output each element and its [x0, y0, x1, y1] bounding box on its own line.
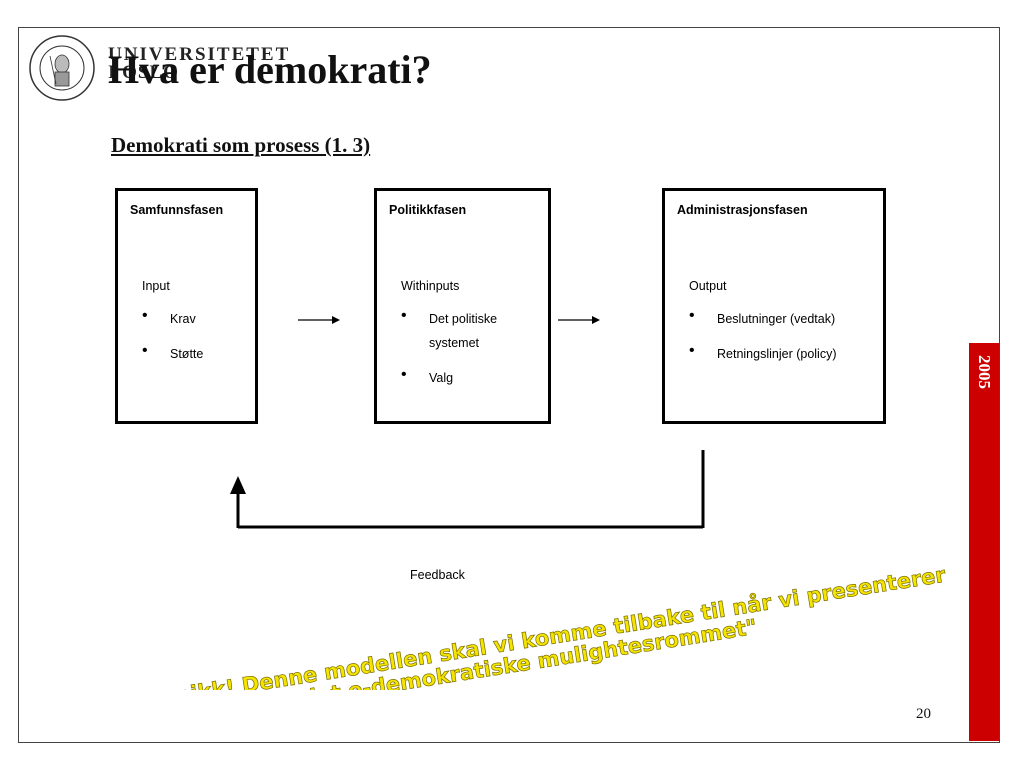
section-subtitle: Demokrati som prosess (1. 3) — [111, 133, 371, 157]
list-item-text: Beslutninger (vedtak) — [717, 312, 836, 326]
slide-frame — [18, 27, 1000, 743]
phase-box-administrasjonsfasen: Administrasjonsfasen Output • Beslutninge… — [662, 188, 886, 424]
phase-box-samfunnsfasen: Samfunnsfasen Input • Krav • Støtte — [115, 188, 258, 424]
bullet-icon: • — [142, 342, 148, 359]
sidebar-year: 2005 — [975, 355, 994, 389]
note-line2: "det e-demokratiske mulightesrommet" — [290, 615, 759, 690]
arrow-right-icon — [298, 316, 340, 324]
bullet-icon: • — [689, 342, 695, 359]
wordmark-line1: UNIVERSITETET — [108, 44, 291, 65]
list-item-text: Det politiske systemet — [429, 312, 498, 350]
list-item-text: Støtte — [170, 347, 204, 361]
arrow-right-icon — [558, 316, 600, 324]
list-item: • Retningslinjer (policy) — [689, 342, 837, 366]
group-label: Output — [689, 279, 727, 293]
feedback-loop-arrow-icon — [230, 450, 705, 529]
list-item-text: Retningslinjer (policy) — [717, 347, 837, 361]
list-item: • Krav — [142, 307, 203, 331]
university-seal-icon — [29, 35, 95, 101]
group-label: Withinputs — [401, 279, 460, 293]
feedback-label: Feedback — [410, 568, 465, 582]
list-item: • Valg — [401, 366, 549, 390]
phase-heading: Politikkfasen — [389, 203, 467, 217]
group-label: Input — [142, 279, 170, 293]
year-sidebar: 2005 — [969, 343, 999, 741]
list-item-text: Krav — [170, 312, 196, 326]
bullet-icon: • — [401, 307, 407, 324]
phase-heading: Samfunnsfasen — [130, 203, 224, 217]
phase-group: Withinputs • Det politiske systemet • Valg — [401, 279, 549, 401]
phase-group: Input • Krav • Støtte — [142, 279, 203, 377]
bullet-icon: • — [401, 366, 407, 383]
page-number: 20 — [916, 706, 931, 722]
university-wordmark: UNIVERSITETET I OSLO — [108, 44, 291, 83]
bullet-icon: • — [142, 307, 148, 324]
phase-group: Output • Beslutninger (vedtak) • Retningsl… — [689, 279, 837, 377]
list-item-text: Valg — [429, 371, 454, 385]
phase-heading: Administrasjonsfasen — [677, 203, 808, 217]
list-item: • Beslutninger (vedtak) — [689, 307, 837, 331]
list-item: • Støtte — [142, 342, 203, 366]
phase-box-politikkfasen: Politikkfasen Withinputs • Det politiske … — [374, 188, 551, 424]
overlay-note: Ikke få panikk! Denne modellen skal vi k… — [58, 561, 948, 690]
page-title: Hva er demokrati? — [108, 47, 432, 92]
list-item: • Det politiske systemet — [401, 307, 549, 355]
bullet-icon: • — [689, 307, 695, 324]
wordmark-line2: I OSLO — [108, 62, 179, 83]
